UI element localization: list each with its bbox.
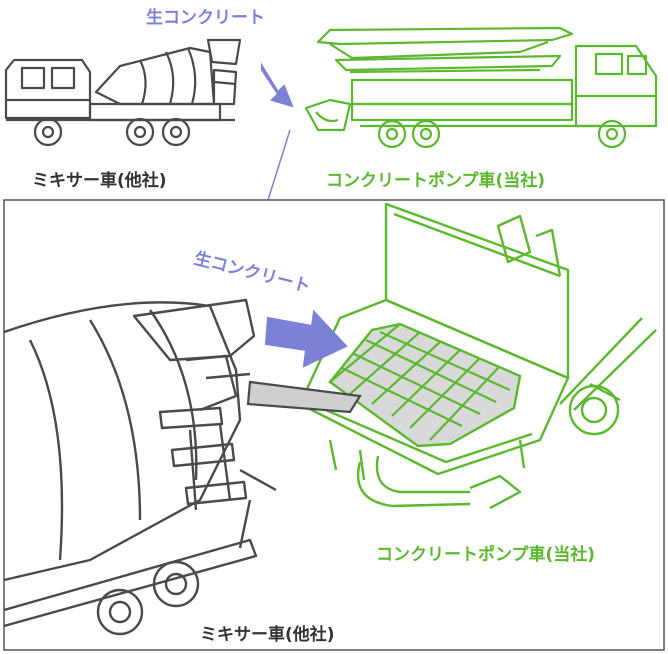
label-top-mixer: ミキサー車(他社) (32, 171, 167, 191)
label-top-concrete: 生コンクリート (146, 8, 265, 28)
mixer-chute (246, 380, 362, 414)
label-detail-pump: コンクリートポンプ車(当社) (376, 545, 596, 565)
mixer-truck-detail (3, 298, 277, 636)
label-detail-mixer: ミキサー車(他社) (200, 625, 335, 645)
hopper-grid (328, 322, 522, 448)
arrow-top-icon (261, 62, 294, 108)
mixer-truck-small (4, 38, 242, 147)
connector-line (267, 129, 291, 201)
arrow-detail-icon (264, 309, 348, 368)
detail-frame (3, 199, 665, 651)
label-top-pump: コンクリートポンプ車(当社) (326, 171, 546, 191)
pump-truck-small (304, 26, 658, 149)
pump-hopper-detail (298, 202, 657, 510)
